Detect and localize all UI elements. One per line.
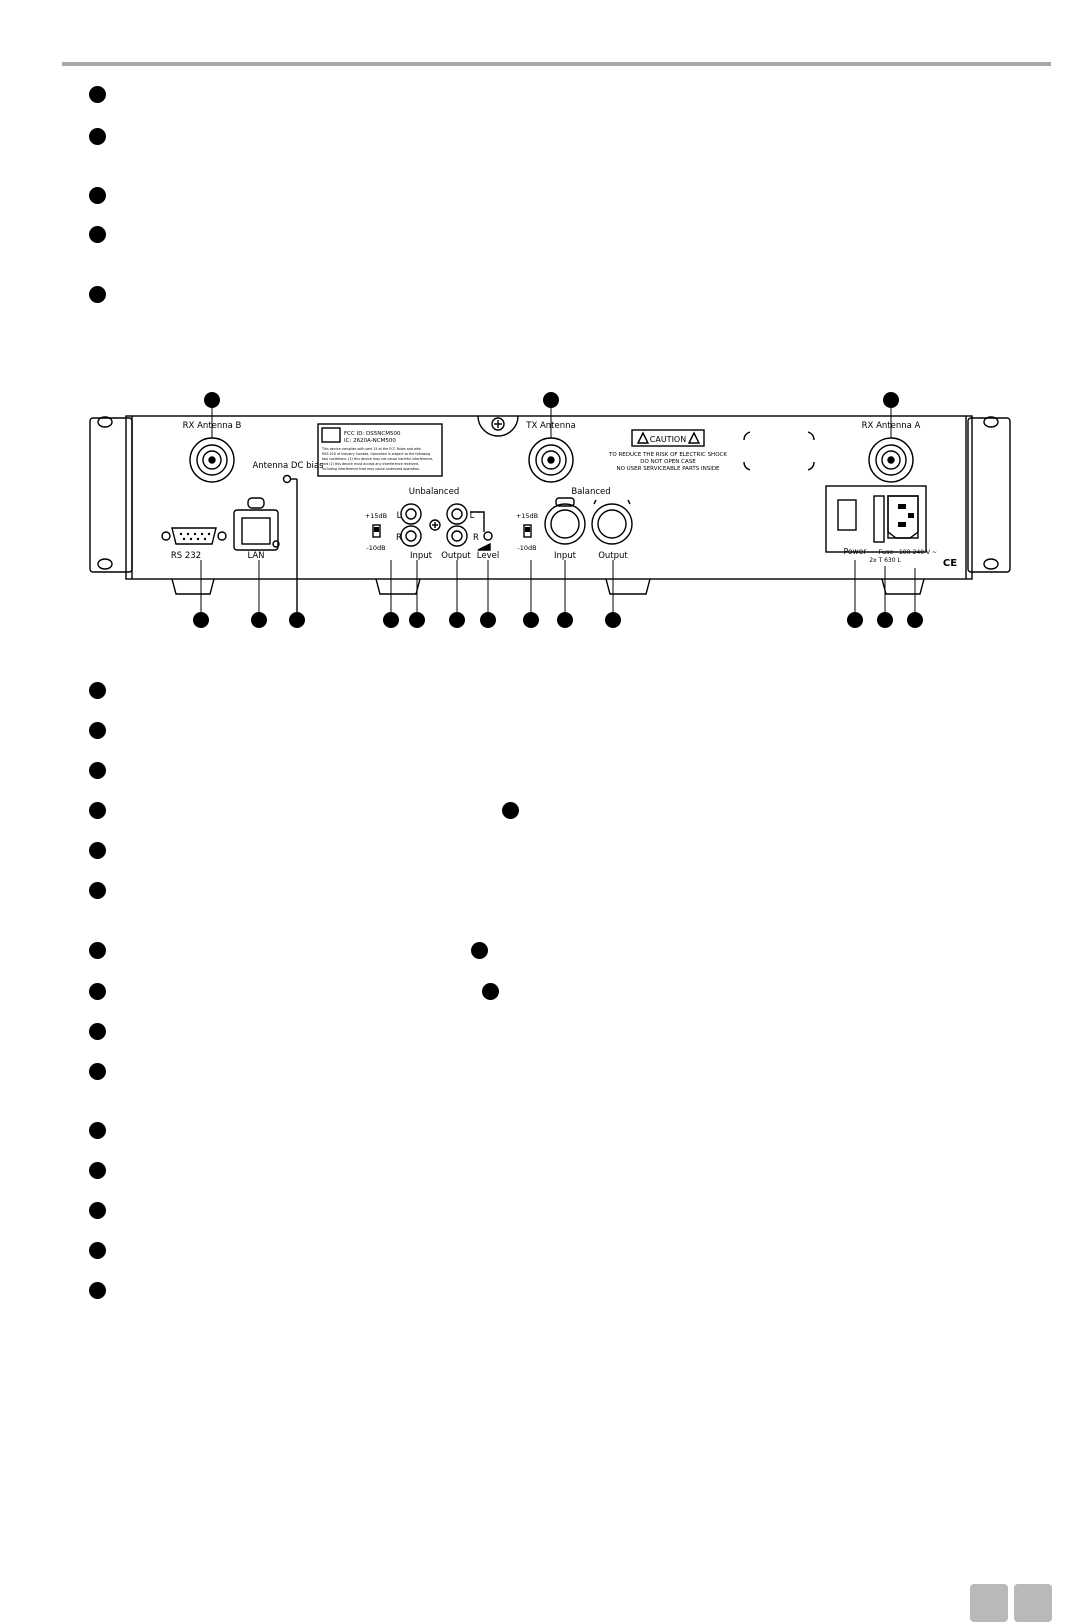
ic-text: IC: 2620A-NCM500: [344, 438, 396, 444]
fcc-text-line: and (2) this device must accept any inte…: [322, 462, 419, 466]
rs232-label: RS 232: [171, 551, 201, 561]
page-tab-left: [970, 1584, 1008, 1622]
bal-plus15-label: +15dB: [516, 512, 538, 520]
antenna-dc-bias-led: [282, 474, 292, 484]
fcc-text-line: This device complies with part 15 of the…: [321, 447, 421, 451]
list-item-bullet: [89, 682, 106, 699]
antenna-dc-bias-label: Antenna DC bias: [252, 461, 324, 471]
inline-reference-bullet: [502, 802, 519, 819]
list-item-bullet: [89, 1242, 106, 1259]
list-item-bullet: [89, 86, 106, 103]
lan-label: LAN: [247, 551, 264, 561]
power-module: [825, 485, 927, 553]
bal-output-label: Output: [598, 551, 628, 561]
ce-mark: CE: [943, 558, 957, 569]
output-r-label: R: [473, 533, 479, 543]
list-item-bullet: [89, 226, 106, 243]
inline-reference-bullet: [482, 983, 499, 1000]
list-item-bullet: [89, 187, 106, 204]
voltage-label: 100-240 V ~: [899, 549, 937, 556]
list-item-bullet: [89, 722, 106, 739]
list-item-bullet: [89, 1122, 106, 1139]
rx-antenna-a-connector: [868, 437, 914, 483]
fcc-text-line: including interference that may cause un…: [322, 467, 420, 471]
fcc-text-line: RSS-210 of Industry Canada. Operation is…: [322, 452, 430, 456]
rx-antenna-b-label: RX Antenna B: [183, 421, 242, 431]
rx-antenna-a-label: RX Antenna A: [862, 421, 921, 431]
rx-antenna-b-connector: [189, 437, 235, 483]
callout-markers: [193, 392, 923, 628]
list-item-bullet: [89, 983, 106, 1000]
list-item-bullet: [89, 882, 106, 899]
unbal-plus15-label: +15dB: [365, 512, 387, 520]
unbalanced-sensitivity-switch: [372, 524, 381, 538]
list-item-bullet: [89, 1063, 106, 1080]
list-item-bullet: [89, 286, 106, 303]
power-label: Power: [844, 547, 868, 556]
balanced-sensitivity-switch: [523, 524, 532, 538]
level-label: Level: [477, 551, 499, 561]
header-rule: [62, 62, 1051, 66]
caution-line-3: NO USER SERVICEABLE PARTS INSIDE: [616, 466, 720, 472]
list-item-bullet: [89, 762, 106, 779]
tx-antenna-connector: [528, 437, 574, 483]
chassis: [125, 415, 973, 580]
rs232-port: [171, 527, 217, 545]
unbal-input-label: Input: [410, 551, 433, 561]
caution-line-2: DO NOT OPEN CASE: [640, 459, 696, 465]
list-item-bullet: [89, 1202, 106, 1219]
list-item-bullet: [89, 1023, 106, 1040]
unbal-minus10-label: -10dB: [366, 544, 385, 552]
rear-panel-diagram: RX Antenna B TX Antenna RX Antenna A Ant…: [89, 392, 1011, 628]
unbalanced-label: Unbalanced: [409, 487, 459, 497]
list-item-bullet: [89, 842, 106, 859]
list-item-bullet: [89, 942, 106, 959]
unbal-output-label: Output: [441, 551, 471, 561]
tx-antenna-label: TX Antenna: [525, 421, 575, 431]
fuse-rating-label: 2x T 630 L: [869, 557, 901, 564]
fcc-id-text: FCC ID: DS5NCM500: [344, 431, 401, 437]
level-pot: [483, 531, 493, 541]
input-l-label: L: [397, 511, 402, 521]
bal-input-label: Input: [554, 551, 577, 561]
list-item-bullet: [89, 128, 106, 145]
bal-minus10-label: -10dB: [517, 544, 536, 552]
list-item-bullet: [89, 1282, 106, 1299]
lan-port: [233, 509, 279, 551]
page-tab-right: [1014, 1584, 1052, 1622]
fcc-label: [317, 423, 443, 477]
fcc-text-line: two conditions: (1) this device may not …: [322, 457, 433, 461]
input-r-label: R: [396, 533, 402, 543]
caution-title: CAUTION: [650, 435, 686, 444]
list-item-bullet: [89, 802, 106, 819]
caution-label: [631, 429, 705, 447]
xlr-input: [544, 503, 586, 545]
right-rack-ear: [967, 417, 1011, 573]
inline-reference-bullet: [471, 942, 488, 959]
xlr-output: [591, 503, 633, 545]
list-item-bullet: [89, 1162, 106, 1179]
balanced-label: Balanced: [571, 487, 610, 497]
fuse-label: Fuse: [879, 548, 894, 556]
caution-line-1: TO REDUCE THE RISK OF ELECTRIC SHOCK: [608, 452, 727, 458]
output-l-label: L: [470, 511, 475, 521]
